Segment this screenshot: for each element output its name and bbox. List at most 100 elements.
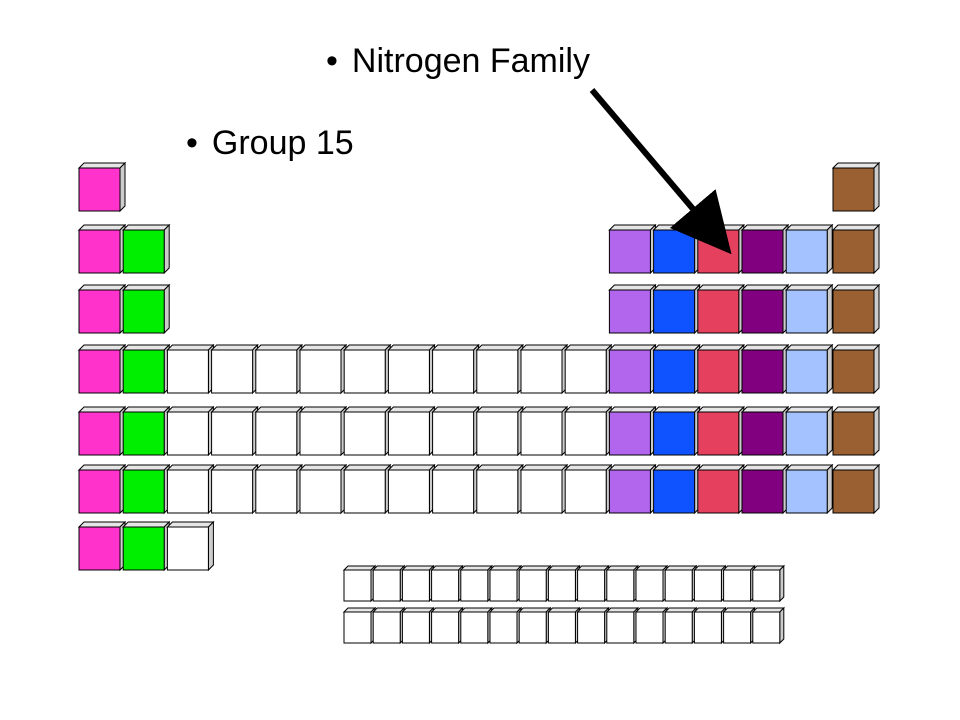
element-cell-transition (210, 463, 259, 515)
f-block-cell (663, 606, 698, 645)
element-cell-transition (342, 405, 392, 457)
bullet-dot: • (186, 124, 198, 162)
element-cell-transition (475, 343, 525, 395)
element-cell-alkaline_earth (121, 223, 171, 275)
f-block-cell (722, 606, 756, 645)
element-cell-alkali (77, 343, 127, 395)
element-cell-group13 (608, 463, 657, 515)
element-cell-alkaline_earth (121, 343, 171, 395)
element-cell-transition (387, 405, 436, 457)
element-cell-group15 (696, 343, 746, 395)
f-block-cell (342, 564, 377, 603)
element-cell-group15 (696, 463, 746, 515)
element-cell-noble (831, 223, 881, 275)
element-cell-alkaline_earth (121, 405, 171, 457)
f-block-cell (401, 606, 435, 645)
element-cell-group15 (696, 405, 746, 457)
element-cell-group13 (608, 223, 657, 275)
f-block-cell (430, 606, 464, 645)
element-cell-group17 (784, 283, 834, 335)
element-cell-transition (254, 343, 304, 395)
pointer-arrow (589, 88, 732, 255)
f-block-cell (634, 564, 669, 603)
f-block-cell (722, 564, 756, 603)
element-cell-group17 (784, 463, 834, 515)
f-block-cell (634, 606, 669, 645)
f-block-cell (401, 564, 435, 603)
element-cell-alkaline_earth (121, 520, 171, 572)
element-cell-group17 (784, 223, 834, 275)
element-cell-transition (563, 405, 613, 457)
element-cell-group16 (740, 405, 790, 457)
element-cell-group14 (652, 343, 701, 395)
element-cell-group15 (696, 223, 746, 275)
element-cell-group13 (608, 343, 657, 395)
element-cell-transition (342, 463, 392, 515)
f-block-cell (342, 606, 377, 645)
f-block-cell (576, 606, 610, 645)
heading-text: Nitrogen Family (351, 42, 590, 80)
element-cell-noble (831, 405, 881, 457)
heading-bullet: •Nitrogen Family (326, 42, 590, 81)
element-cell-noble (831, 343, 881, 395)
element-cell-transition (298, 343, 348, 395)
f-block-cell (605, 606, 640, 645)
element-cell-transition (519, 405, 569, 457)
element-cell-transition (563, 343, 613, 395)
f-block-cell (517, 606, 552, 645)
element-cell-transition (210, 343, 259, 395)
element-cell-group16 (740, 463, 790, 515)
element-cell-alkali (77, 405, 127, 457)
element-cell-transition (563, 463, 613, 515)
element-cell-transition (298, 405, 348, 457)
f-block-cell (371, 606, 406, 645)
f-block-cell (459, 564, 494, 603)
f-block-cell (605, 564, 640, 603)
element-cell-transition (254, 405, 304, 457)
element-cell-transition (166, 405, 215, 457)
f-block-cell (430, 564, 464, 603)
element-cell-transition (166, 520, 215, 572)
element-cell-transition (254, 463, 304, 515)
element-cell-group14 (652, 283, 701, 335)
periodic-table-cells (77, 161, 881, 572)
element-cell-transition (210, 405, 259, 457)
element-cell-group13 (608, 283, 657, 335)
element-cell-transition (387, 463, 436, 515)
subheading-bullet: • Group 15 (186, 124, 354, 163)
element-cell-alkaline_earth (121, 463, 171, 515)
f-block-cell (663, 564, 698, 603)
element-cell-transition (166, 343, 215, 395)
f-block-cell (488, 606, 523, 645)
f-block-cell (751, 606, 786, 645)
element-cell-transition (298, 463, 348, 515)
element-cell-transition (475, 405, 525, 457)
element-cell-group16 (740, 283, 790, 335)
element-cell-transition (166, 463, 215, 515)
element-cell-transition (519, 343, 569, 395)
element-cell-group14 (652, 405, 701, 457)
element-cell-group16 (740, 343, 790, 395)
f-block-cells (342, 564, 786, 645)
f-block-cell (751, 564, 786, 603)
f-block-cell (693, 564, 727, 603)
element-cell-transition (431, 463, 480, 515)
element-cell-alkali (77, 520, 127, 572)
element-cell-transition (387, 343, 436, 395)
element-cell-noble (831, 463, 881, 515)
element-cell-alkali (77, 161, 127, 213)
f-block-cell (517, 564, 552, 603)
element-cell-transition (431, 405, 480, 457)
f-block-cell (488, 564, 523, 603)
element-cell-transition (519, 463, 569, 515)
element-cell-alkali (77, 283, 127, 335)
subheading-text: Group 15 (211, 124, 354, 162)
f-block-cell (547, 606, 581, 645)
f-block-cell (576, 564, 610, 603)
element-cell-alkali (77, 223, 127, 275)
element-cell-group14 (652, 463, 701, 515)
element-cell-group15 (696, 283, 746, 335)
f-block-cell (371, 564, 406, 603)
f-block-cell (693, 606, 727, 645)
